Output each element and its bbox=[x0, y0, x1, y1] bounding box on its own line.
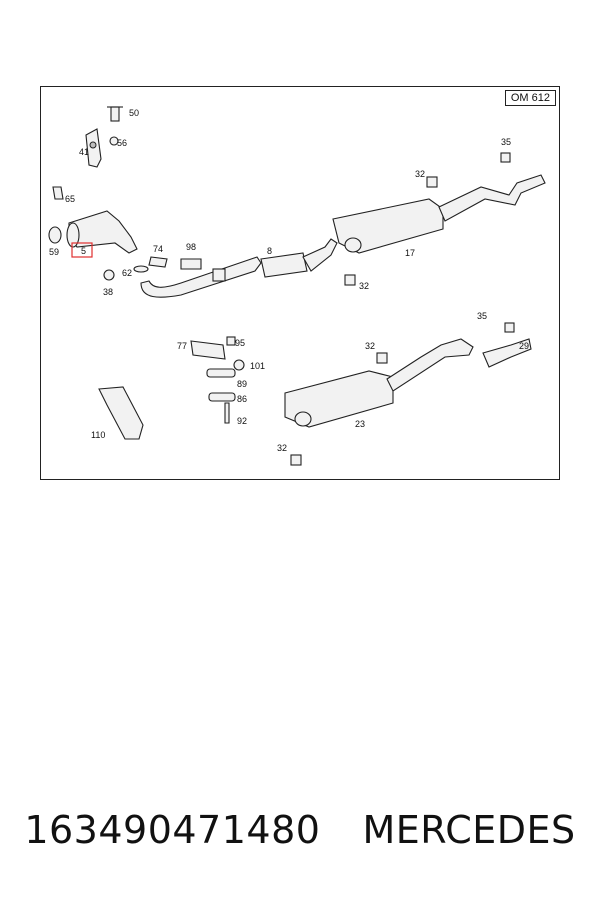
label-29: 29 bbox=[519, 341, 529, 351]
label-74: 74 bbox=[153, 244, 163, 254]
middle-muffler-17 bbox=[332, 174, 546, 254]
clip-part bbox=[52, 186, 64, 200]
nut-32-d bbox=[290, 454, 302, 466]
label-17: 17 bbox=[405, 248, 415, 258]
label-38: 38 bbox=[103, 287, 113, 297]
nut-32-c bbox=[376, 352, 388, 364]
label-110: 110 bbox=[91, 430, 105, 440]
nut-35-a bbox=[500, 152, 511, 163]
nut-32-b bbox=[344, 274, 356, 286]
label-77: 77 bbox=[177, 341, 187, 351]
clamp-part bbox=[148, 256, 168, 268]
hanger-assembly bbox=[190, 336, 245, 424]
bracket-assembly bbox=[85, 106, 123, 168]
label-35-a: 35 bbox=[501, 137, 511, 147]
label-32-a: 32 bbox=[415, 169, 425, 179]
label-8: 8 bbox=[267, 246, 272, 256]
label-89: 89 bbox=[237, 379, 247, 389]
nut-32-a bbox=[426, 176, 438, 188]
tail-pipe-29 bbox=[482, 338, 532, 368]
label-95: 95 bbox=[235, 338, 245, 348]
nut-35-b bbox=[504, 322, 515, 333]
label-41: 41 bbox=[79, 147, 89, 157]
label-32-d: 32 bbox=[277, 443, 287, 453]
label-5: 5 bbox=[81, 246, 86, 256]
brand-name: MERCEDES bbox=[362, 808, 576, 852]
engine-code-label: OM 612 bbox=[504, 90, 556, 106]
label-86: 86 bbox=[237, 394, 247, 404]
label-23: 23 bbox=[355, 419, 365, 429]
label-56: 56 bbox=[117, 138, 127, 148]
product-caption: 163490471480 MERCEDES bbox=[0, 800, 600, 860]
front-pipe bbox=[140, 256, 262, 298]
label-50: 50 bbox=[129, 108, 139, 118]
label-62: 62 bbox=[122, 268, 132, 278]
center-pipe-8 bbox=[260, 238, 338, 278]
exhaust-diagram: 50 56 41 65 59 5 38 62 74 98 8 17 35 32 … bbox=[40, 86, 560, 480]
nut-part bbox=[103, 269, 115, 281]
label-59: 59 bbox=[49, 247, 59, 257]
label-32-c: 32 bbox=[365, 341, 375, 351]
pipe-hanger bbox=[212, 268, 226, 282]
gasket-part bbox=[133, 265, 149, 273]
clamp-part-2 bbox=[180, 258, 202, 270]
label-92: 92 bbox=[237, 416, 247, 426]
part-number: 163490471480 bbox=[24, 808, 321, 852]
label-35-b: 35 bbox=[477, 311, 487, 321]
label-65: 65 bbox=[65, 194, 75, 204]
dpf-part-110 bbox=[98, 386, 144, 440]
exhaust-parts-drawing: 50 56 41 65 59 5 38 62 74 98 8 17 35 32 … bbox=[48, 106, 546, 466]
front-catalytic-converter bbox=[48, 210, 138, 254]
label-98: 98 bbox=[186, 242, 196, 252]
highlight-box bbox=[71, 242, 93, 258]
label-101: 101 bbox=[250, 361, 265, 371]
rear-muffler-23 bbox=[284, 338, 474, 428]
label-32-b: 32 bbox=[359, 281, 369, 291]
